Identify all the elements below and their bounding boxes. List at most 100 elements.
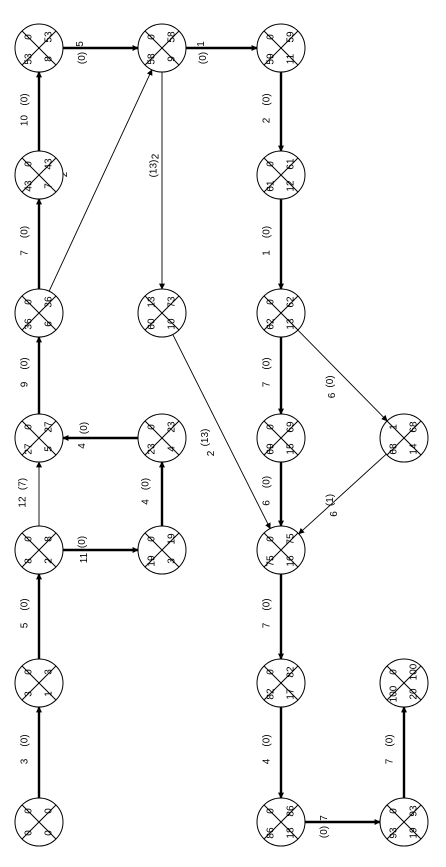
node-12-value-3: 12	[286, 180, 297, 192]
node-4-value-3: 4	[167, 446, 178, 452]
node-11-value-2: 59	[286, 31, 297, 43]
node-3-value-3: 3	[167, 558, 178, 564]
node-divider	[21, 804, 57, 840]
node-divider	[263, 420, 299, 456]
node-divider	[144, 30, 180, 66]
node-6-value-3: 6	[44, 321, 55, 327]
node-13-value-1: 62	[266, 318, 277, 330]
slack-label: (0)	[262, 734, 273, 746]
duration-label: 7	[20, 250, 31, 256]
duration-label: 5	[20, 622, 31, 628]
slack-label: (13)	[200, 429, 211, 447]
node-10-value-1: 60	[147, 318, 158, 330]
slack-label: (0)	[262, 598, 273, 610]
node-5-value-3: 5	[44, 446, 55, 452]
node-7-value-3: 7	[44, 183, 55, 189]
edge-2-5: 12(7)	[18, 461, 42, 526]
node-5-value-0: 0	[24, 424, 35, 430]
node-15-value-0: 0	[266, 424, 277, 430]
duration-label: 11	[79, 552, 90, 563]
node-5-value-1: 27	[24, 443, 35, 455]
node-18-value-0: 0	[266, 808, 277, 814]
node-1-value-0: 0	[24, 669, 35, 675]
node-10-value-3: 10	[167, 318, 178, 330]
node-4-value-2: 23	[167, 421, 178, 433]
node-18-value-2: 86	[286, 805, 297, 817]
node-9-value-2: 58	[167, 31, 178, 43]
node-20-value-1: 100	[389, 685, 400, 702]
node-3-value-1: 19	[147, 555, 158, 567]
slack-label: (0)	[262, 93, 273, 105]
slack-label: (0)	[198, 52, 209, 64]
node-8-value-1: 53	[24, 53, 35, 65]
node-20-value-0: 0	[389, 669, 400, 675]
node-2-value-2: 8	[44, 536, 55, 542]
node-14-value-2: 68	[409, 421, 420, 433]
duration-label: 1	[196, 41, 207, 47]
node-divider	[144, 532, 180, 568]
node-13-value-2: 62	[286, 296, 297, 308]
node-12-value-2: 61	[286, 158, 297, 170]
slack-label: (0)	[262, 226, 273, 238]
node-7-value-0: 0	[24, 161, 35, 167]
node-8-value-0: 0	[24, 34, 35, 40]
duration-label: 6	[327, 392, 338, 398]
duration-label: 1	[262, 250, 273, 256]
edge-17-18: 4(0)	[262, 707, 284, 799]
node-9-value-1: 58	[147, 53, 158, 65]
slack-label: (0)	[385, 734, 396, 746]
node-divider	[144, 420, 180, 456]
duration-label: 7	[262, 381, 273, 387]
edge-19-20: 7 (0)	[385, 706, 407, 798]
edge-13-14: 6 (0)	[297, 329, 388, 422]
node-11-value-3: 11	[286, 53, 297, 64]
node-13-value-3: 13	[286, 318, 297, 330]
node-3-value-0: 0	[147, 536, 158, 542]
node-divider	[21, 665, 57, 701]
node-divider	[263, 30, 299, 66]
node-4-value-0: 0	[147, 424, 158, 430]
node-divider	[21, 295, 57, 331]
node-8-value-2: 53	[44, 31, 55, 43]
slack-label: (0)	[325, 375, 336, 387]
slack-label: (0)	[319, 826, 330, 838]
slack-label: (0)	[79, 422, 90, 434]
node-18-value-3: 18	[286, 827, 297, 839]
duration-label: 6	[262, 500, 273, 506]
slack-label: (0)	[262, 476, 273, 488]
node-19-value-2: 93	[409, 805, 420, 817]
edge-18-19: 7 (0)	[305, 815, 381, 838]
node-18: 0 86 86 18	[256, 797, 306, 847]
edge-2-3: 11(0)	[63, 536, 139, 563]
edges-layer: 3(0)5(0)11(0)12(7)4(0)4(0)9(0)7(0)2(20)1…	[18, 41, 407, 838]
duration-label: 7	[319, 815, 330, 821]
edge-5-6: 9(0)	[20, 336, 42, 414]
node-20-value-2: 100	[409, 663, 420, 680]
edge-7-8: 10(0)	[20, 71, 42, 151]
node-17-value-1: 82	[266, 688, 277, 700]
slack-label: (0)	[262, 357, 273, 369]
edge-1-2: 5(0)	[20, 573, 42, 659]
node-divider	[263, 157, 299, 193]
node-15-value-2: 69	[286, 421, 297, 433]
node-18-value-1: 86	[266, 827, 277, 839]
node-2-value-0: 0	[24, 536, 35, 542]
arrow	[298, 453, 387, 535]
node-0-value-0: 0	[24, 808, 35, 814]
duration-label: 7	[385, 758, 396, 764]
node-19-value-1: 93	[389, 827, 400, 839]
duration-label: 4	[77, 443, 88, 449]
slack-label: (7)	[18, 478, 29, 490]
edge-14-16: 6(1)	[298, 453, 387, 535]
edge-0-1: 3(0)	[20, 706, 42, 798]
duration-label: 9	[20, 381, 31, 387]
edge-6-7: 7(0)	[20, 198, 42, 289]
